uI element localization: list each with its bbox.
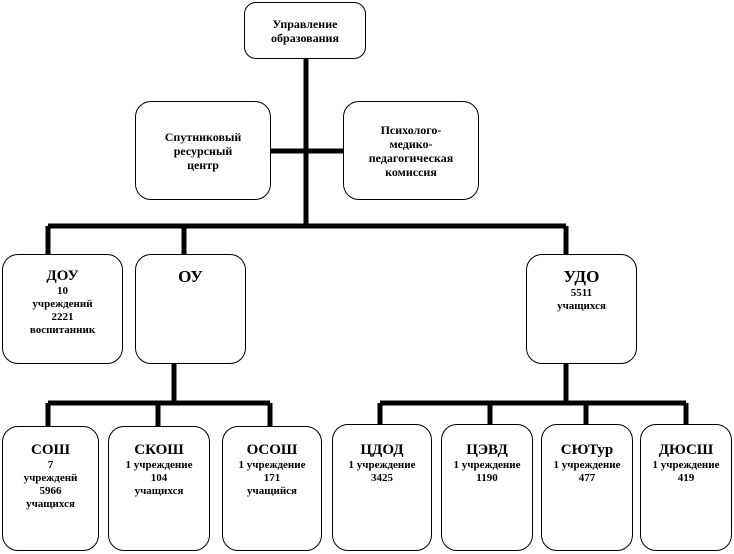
sosh-node: СОШ 7 учрежденй 5966 учащихся <box>2 426 99 551</box>
dou-node: ДОУ 10 учреждений 2221 воспитанник <box>2 254 123 364</box>
dou-title: ДОУ <box>46 268 79 284</box>
sosh-title: СОШ <box>31 442 70 458</box>
dyussh-title: ДЮСШ <box>658 442 714 458</box>
satellite-resource-center-label: Спутниковый ресурсный центр <box>164 129 242 172</box>
udo-details: 5511 учащихся <box>557 287 606 312</box>
pmpc-label: Психолого- медико- педагогическая комисс… <box>368 122 454 179</box>
skosh-details: 1 учреждение 104 учащихся <box>125 459 193 497</box>
udo-title: УДО <box>563 267 600 286</box>
ososh-title: ОСОШ <box>246 442 298 458</box>
cdod-details: 1 учреждение 3425 <box>348 459 416 484</box>
dou-details: 10 учреждений 2221 воспитанник <box>29 285 96 336</box>
cdod-title: ЦДОД <box>360 442 404 458</box>
root-label: Управление образования <box>271 16 339 45</box>
ou-node: ОУ <box>135 254 246 364</box>
root-node: Управление образования <box>244 2 366 59</box>
skosh-node: СКОШ 1 учреждение 104 учащихся <box>108 426 210 551</box>
ososh-node: ОСОШ 1 учреждение 171 учащийся <box>222 426 322 551</box>
dyussh-node: ДЮСШ 1 учреждение 419 <box>640 424 732 551</box>
cevd-title: ЦЭВД <box>466 442 508 458</box>
syutur-details: 1 учреждение 477 <box>553 459 621 484</box>
ososh-details: 1 учреждение 171 учащийся <box>238 459 306 497</box>
cevd-node: ЦЭВД 1 учреждение 1190 <box>441 424 533 551</box>
pmpc-node: Психолого- медико- педагогическая комисс… <box>343 101 479 200</box>
syutur-node: СЮТур 1 учреждение 477 <box>541 424 633 551</box>
ou-title: ОУ <box>178 267 203 286</box>
dyussh-details: 1 учреждение 419 <box>652 459 720 484</box>
sosh-details: 7 учрежденй 5966 учащихся <box>23 459 78 510</box>
cevd-details: 1 учреждение 1190 <box>453 459 521 484</box>
cdod-node: ЦДОД 1 учреждение 3425 <box>332 424 432 551</box>
syutur-title: СЮТур <box>560 442 614 458</box>
skosh-title: СКОШ <box>134 442 184 458</box>
udo-node: УДО 5511 учащихся <box>526 254 637 364</box>
satellite-resource-center-node: Спутниковый ресурсный центр <box>135 101 271 200</box>
